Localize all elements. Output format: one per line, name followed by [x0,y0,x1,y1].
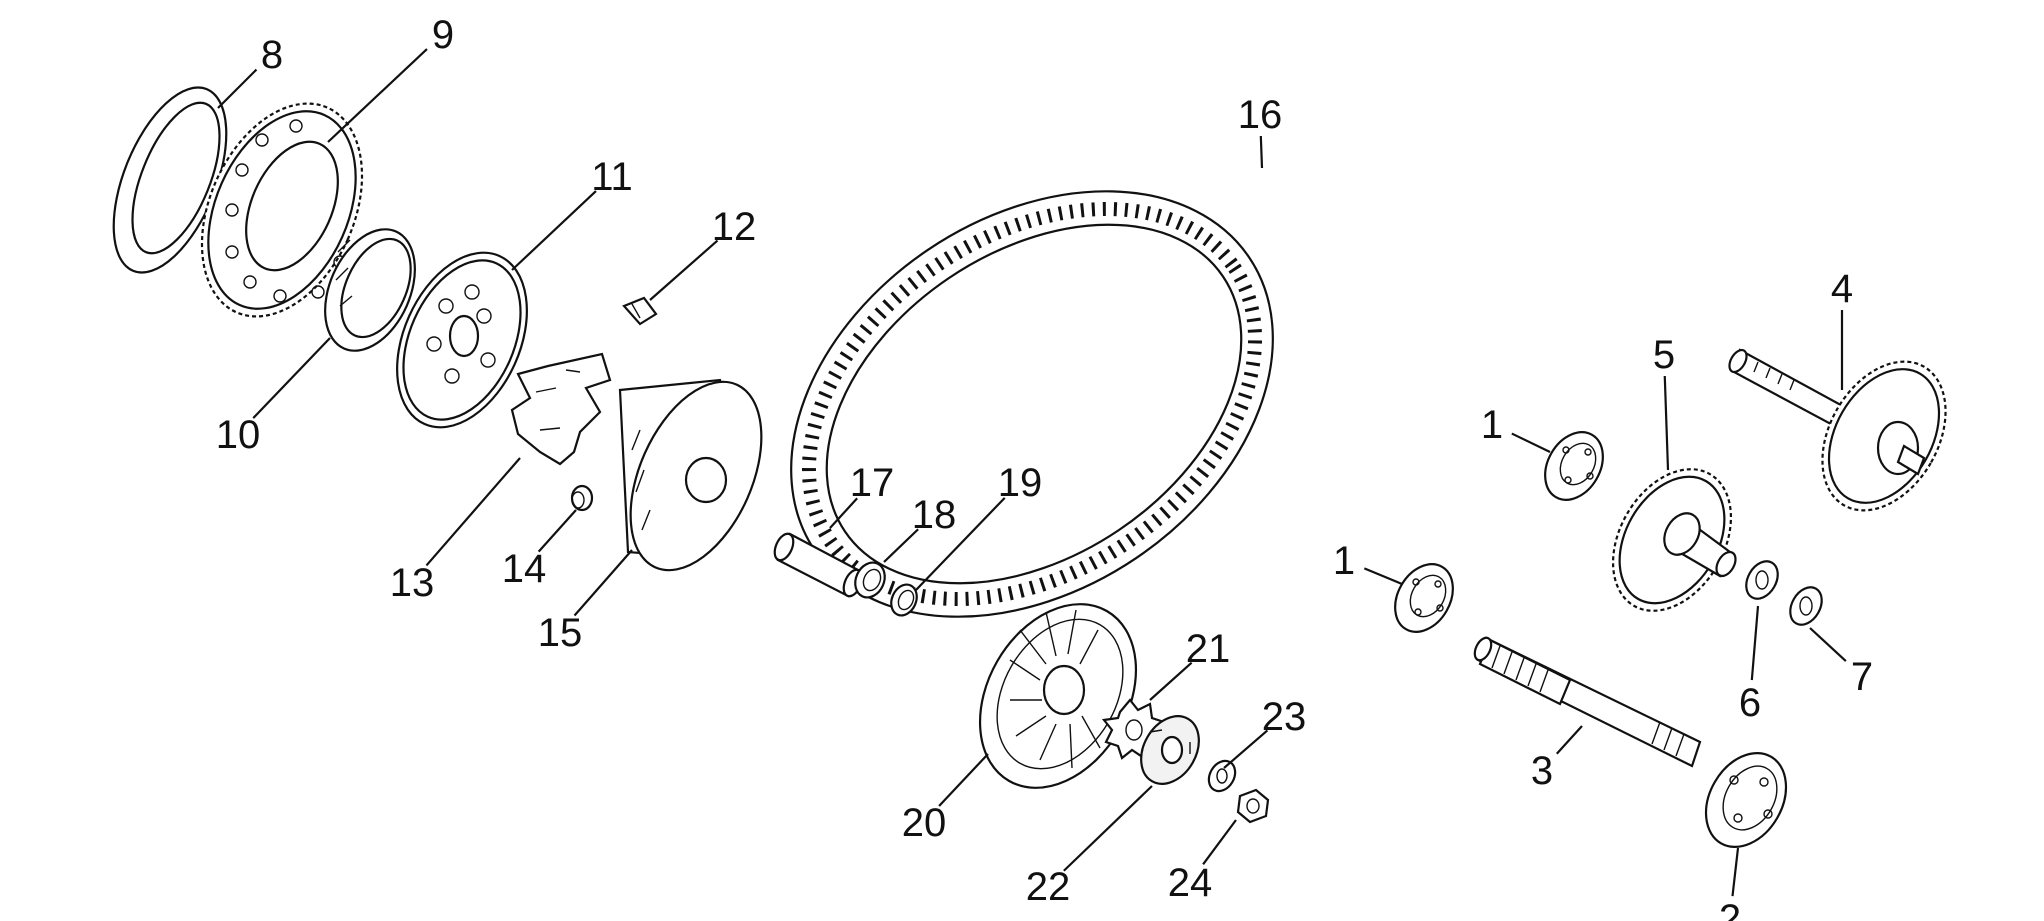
callout-13: 13 [390,457,521,605]
leader-line [252,337,331,419]
leader-line [537,509,577,553]
part-8-seal-ring [112,86,228,274]
leader-line [217,68,258,109]
part-9-ring-gear [200,102,364,318]
callout-number: 1 [1481,403,1503,447]
leader-line [1223,729,1269,769]
callout-11: 11 [511,155,633,271]
callout-number: 8 [261,33,283,77]
callout-number: 23 [1262,695,1307,739]
leader-line [425,457,521,567]
leader-line [1663,375,1670,471]
leader-line [1149,661,1193,701]
part-19-o-ring [890,583,918,617]
part-6-washer [1745,560,1779,600]
callout-16: 16 [1238,93,1283,169]
callout-1: 1 [1481,403,1551,453]
leader-line [1731,847,1740,897]
callout-19: 19 [915,461,1043,591]
callout-12: 12 [649,205,757,301]
callout-number: 17 [850,461,895,505]
part-12-slider [622,296,658,326]
leader-line [1809,627,1847,662]
leader-line [1363,567,1403,586]
part-22-hub [1140,715,1200,785]
part-24-nut [1236,788,1270,824]
callout-number: 6 [1739,681,1761,725]
callout-7: 7 [1809,627,1873,699]
leader-line [1555,725,1583,755]
callout-8: 8 [217,33,283,109]
leader-line [915,497,1006,591]
callout-number: 22 [1026,865,1071,909]
leader-line [1259,135,1264,169]
callout-number: 18 [912,493,957,537]
leader-line [327,48,428,143]
part-16-drive-belt [790,190,1274,618]
leader-line [649,239,719,301]
callout-number: 20 [902,801,947,845]
part-13-ramp-plate [510,352,612,466]
callout-20: 20 [902,753,989,845]
callout-number: 9 [432,13,454,57]
callout-14: 14 [502,509,577,591]
callout-6: 6 [1739,605,1761,725]
leader-line [511,190,597,271]
part-18-washer [854,561,886,599]
callout-17: 17 [829,461,895,529]
part-23-washer [1207,759,1237,793]
leader-line [938,753,989,807]
callout-number: 12 [712,205,757,249]
callout-number: 4 [1831,267,1853,311]
callout-4: 4 [1831,267,1853,390]
callout-number: 7 [1851,655,1873,699]
leader-line [1202,819,1237,865]
leader-line [1511,432,1551,453]
callout-3: 3 [1531,725,1583,793]
part-2-bearing [1704,752,1788,848]
callout-number: 10 [216,413,261,457]
callout-18: 18 [883,493,957,563]
part-5-intermediate-gear [1611,468,1737,612]
part-1-bearing-upper [1544,431,1604,501]
callout-number: 21 [1186,627,1231,671]
part-10-drum-band [324,228,416,352]
callout-number: 16 [1238,93,1283,137]
leader-line [573,549,633,617]
callout-number: 13 [390,561,435,605]
leader-line [883,528,919,563]
leader-line [829,497,858,529]
callout-10: 10 [216,337,331,457]
callout-5: 5 [1653,333,1675,471]
callout-number: 2 [1719,897,1741,921]
callout-number: 11 [591,155,633,199]
callout-2: 2 [1719,847,1741,921]
part-3-drive-shaft [1473,636,1702,768]
callout-1: 1 [1333,539,1403,586]
callout-15: 15 [538,549,633,655]
callout-number: 19 [998,461,1043,505]
part-7-washer [1789,586,1823,626]
callout-22: 22 [1026,785,1153,909]
callout-number: 3 [1531,749,1553,793]
callout-number: 5 [1653,333,1675,377]
callout-number: 24 [1168,861,1213,905]
callout-number: 14 [502,547,547,591]
callout-number: 15 [538,611,583,655]
part-11-clutch-plate [396,251,528,429]
part-1-bearing-lower [1394,563,1454,633]
part-4-final-shaft [1728,348,1947,512]
part-15-variator-pulley [618,378,763,572]
part-14-roller [570,484,594,512]
callout-21: 21 [1149,627,1231,701]
callout-23: 23 [1223,695,1307,769]
callout-9: 9 [327,13,454,143]
callout-number: 1 [1333,539,1355,583]
leader-line [1750,605,1760,681]
leader-line [1063,785,1153,872]
callout-24: 24 [1168,819,1237,905]
